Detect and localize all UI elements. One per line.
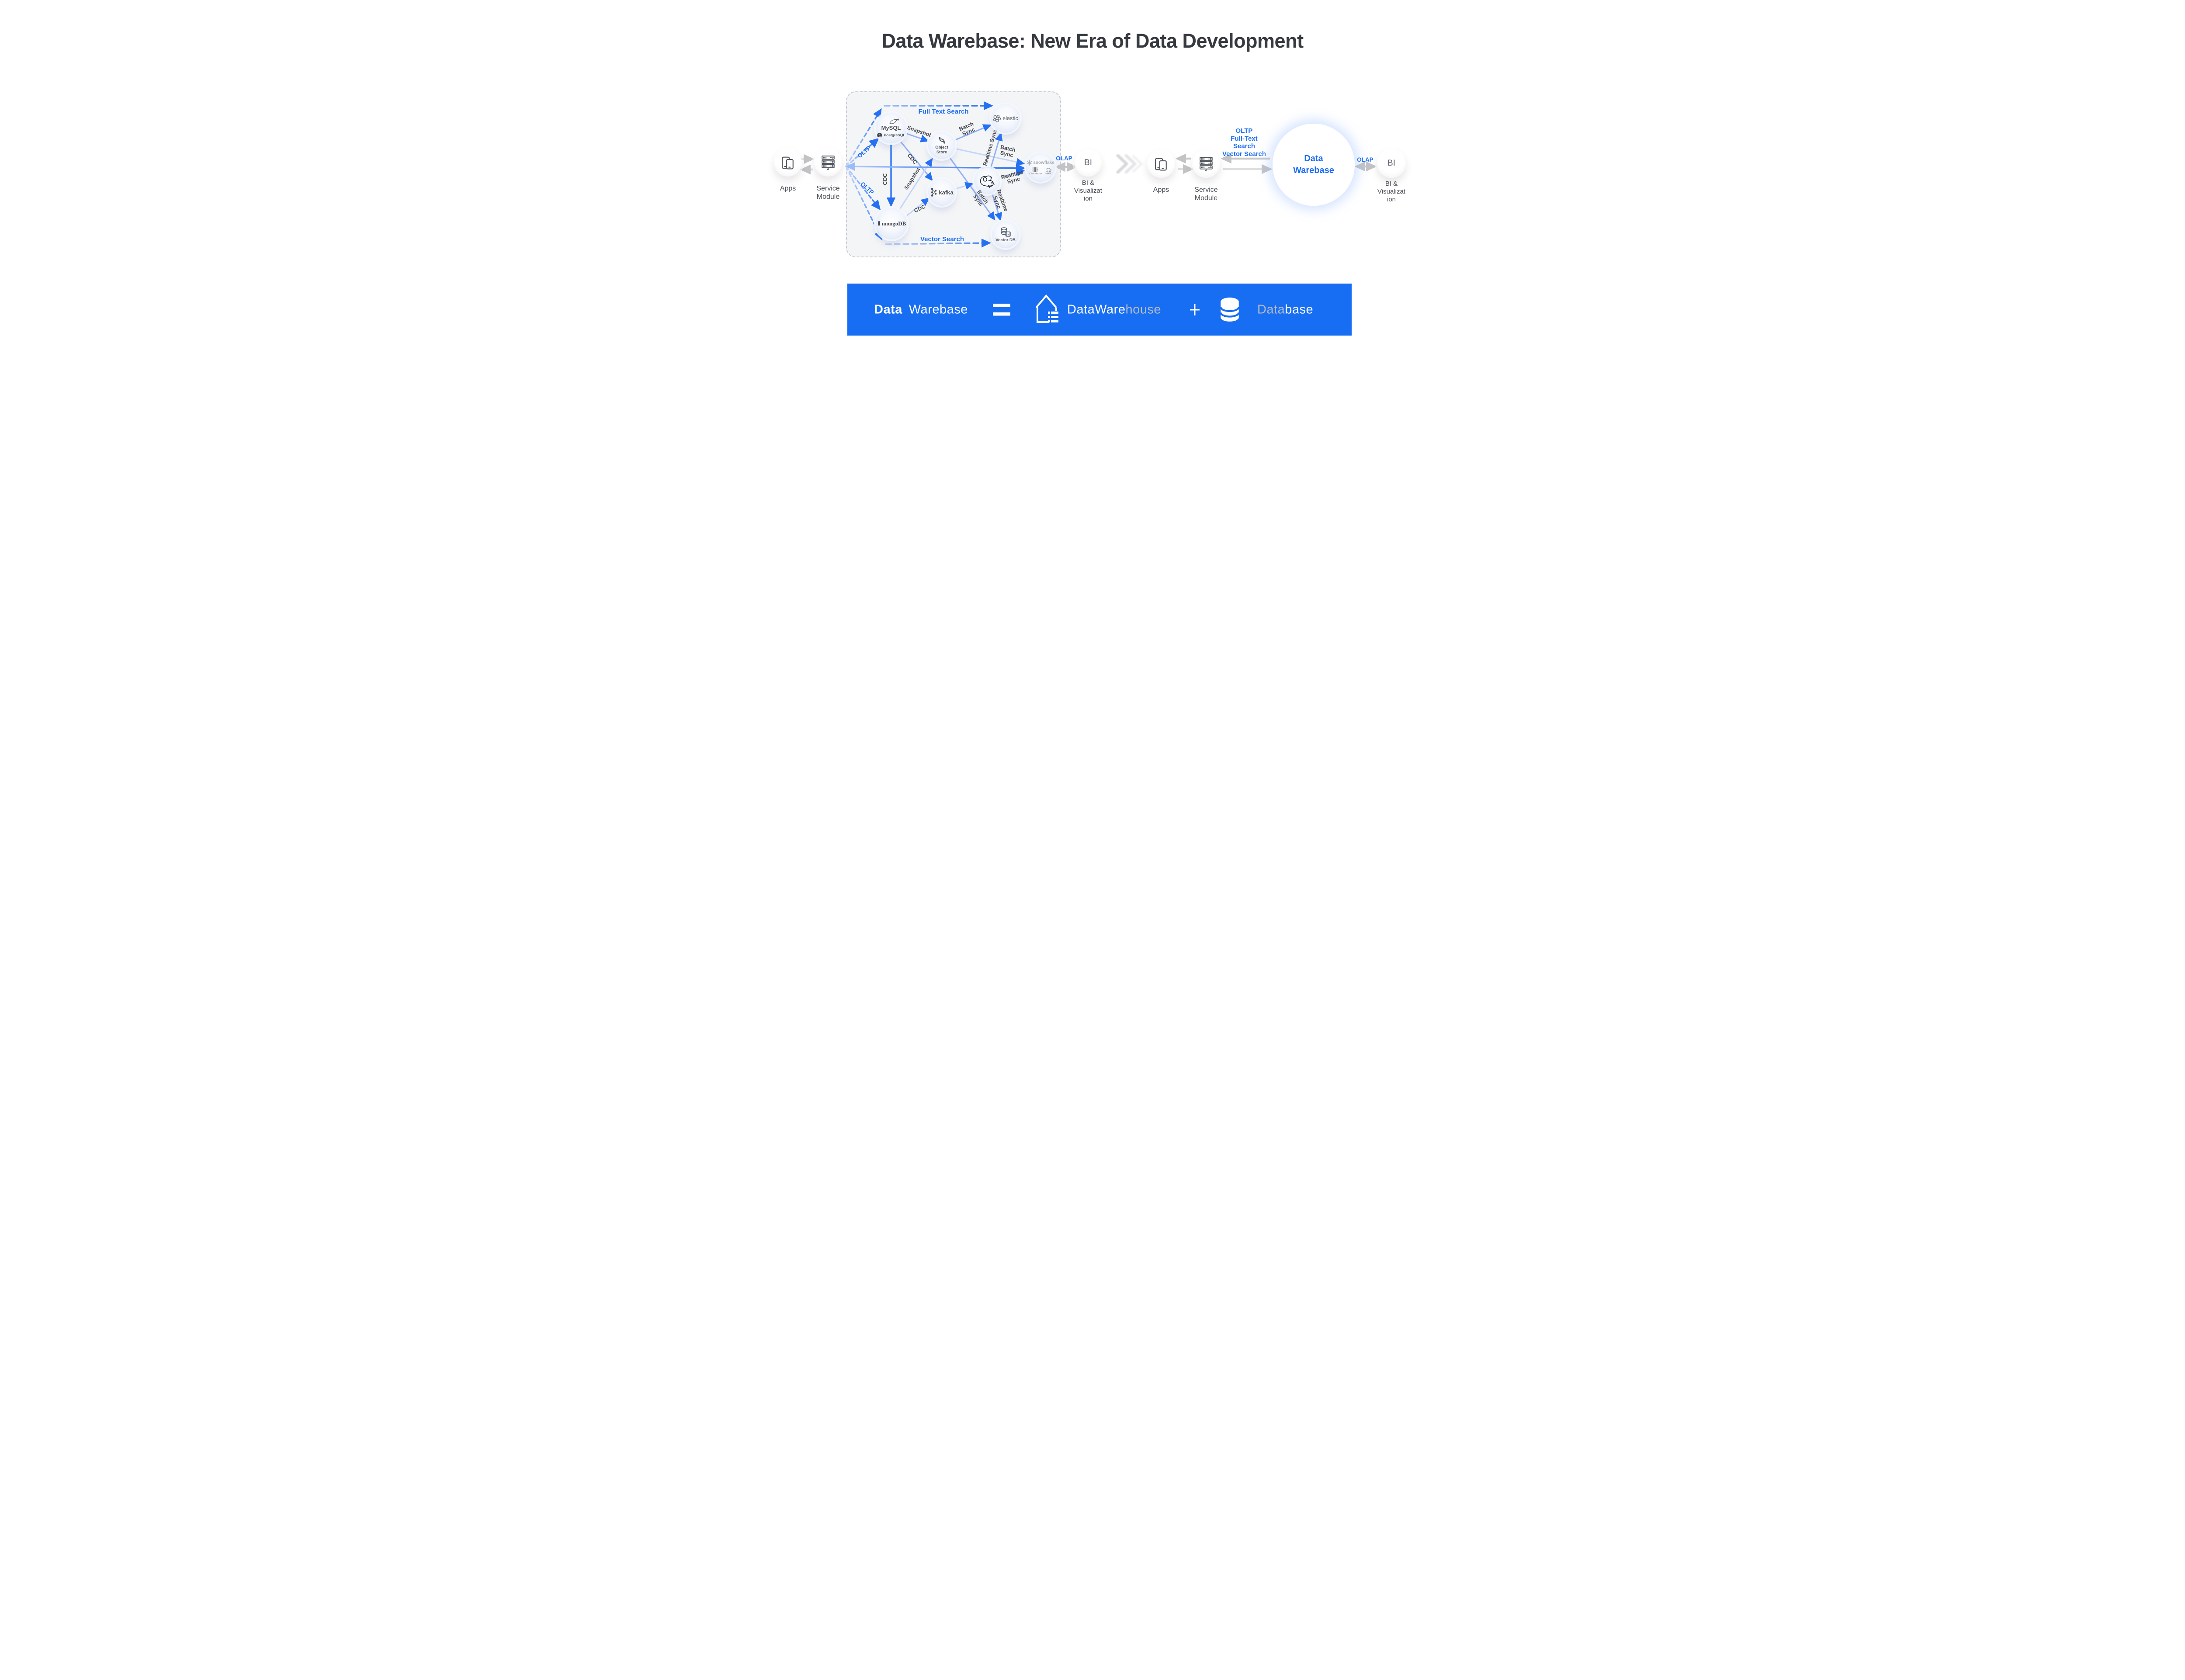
banner-warehouse-white: DataWare: [1067, 302, 1126, 316]
banner-warehouse: DataWarehouse: [1067, 302, 1161, 317]
capability-fulltext-search: Full-Text Search: [1231, 135, 1258, 150]
vector-db-icon: a: [1001, 227, 1011, 237]
node-bi-right: BI: [1377, 149, 1406, 178]
postgresql-label: PostgreSQL: [884, 133, 905, 137]
node-mysql: MySQL PostgreSQL: [876, 113, 906, 143]
kafka-dots-icon: [931, 188, 937, 197]
bottom-banner: Data Warebase DataWarehouse: [847, 284, 1352, 336]
banner-database: Database: [1257, 302, 1313, 317]
page-title: Data Warebase: New Era of Data Developme…: [881, 30, 1304, 52]
node-vector-db: a Vector DB: [992, 221, 1019, 248]
warebase-capabilities: OLTP Full-Text Search Vector Search: [1218, 127, 1270, 158]
banner-warehouse-gray: house: [1125, 302, 1161, 316]
plus-icon: [1190, 304, 1200, 315]
phones-icon: [782, 156, 794, 170]
olap-label-right: OLAP: [1357, 156, 1373, 163]
flink-squirrel-icon: [980, 175, 995, 188]
hive-label: HIVE: [1045, 172, 1051, 175]
clickhouse-label: ClickHouse: [1029, 172, 1042, 175]
data-warebase-label: Data Warebase: [1293, 154, 1334, 175]
apps-label-left: Apps: [780, 185, 796, 192]
olap-label-left: OLAP: [1056, 155, 1072, 162]
banner-brand: Data Warebase: [874, 302, 968, 317]
elastic-label: elastic: [1002, 115, 1018, 121]
equals-icon: [993, 303, 1010, 315]
node-service-right: [1192, 150, 1220, 178]
infographic-stage: Data Warebase: New Era of Data Developme…: [757, 0, 1428, 339]
clickhouse-bars-icon: [1033, 167, 1039, 172]
object-store-label: Object Store: [935, 145, 948, 155]
chevron-transition-icon: [1116, 154, 1143, 174]
capability-vector-search: Vector Search: [1222, 150, 1266, 158]
bi-caption-right: BI & Visualization: [1377, 180, 1405, 203]
banner-database-white: base: [1285, 302, 1314, 316]
node-mongodb: mongoDB: [876, 208, 907, 239]
bi-label-left: BI: [1084, 158, 1092, 167]
bi-label-right: BI: [1387, 159, 1395, 168]
node-flink: [974, 168, 1000, 194]
node-bi-left: BI: [1075, 149, 1102, 177]
node-service-left: [814, 149, 842, 177]
snowflake-icon: [1027, 159, 1032, 166]
cdc-label-2: CDC: [882, 173, 888, 185]
database-cylinder-icon: [1220, 297, 1240, 322]
vector-db-label: Vector DB: [995, 237, 1016, 242]
bi-caption-left: BI & Visualization: [1074, 179, 1102, 202]
elastic-bubbles-icon: [993, 114, 1001, 122]
banner-brand-bold: Data: [874, 302, 902, 316]
node-elastic: elastic: [991, 104, 1020, 133]
vector-search-label: Vector Search: [920, 236, 964, 243]
server-icon: [822, 156, 835, 170]
banner-brand-light: Warebase: [909, 302, 968, 316]
full-text-search-label: Full Text Search: [918, 108, 969, 116]
node-apps-left: [774, 149, 802, 177]
service-label-left: Service Module: [816, 185, 840, 201]
apps-label-right: Apps: [1153, 186, 1169, 194]
hive-elephant-icon: [1045, 168, 1052, 172]
node-kafka: kafka: [928, 179, 955, 206]
node-apps-right: [1147, 150, 1175, 178]
warehouse-house-icon: [1035, 294, 1058, 323]
snowflake-label: snowflake: [1033, 160, 1054, 165]
capability-oltp: OLTP: [1235, 127, 1253, 135]
server-icon: [1200, 157, 1213, 171]
chain-link-icon: [938, 137, 945, 144]
vector-letter: a: [1007, 233, 1009, 236]
kafka-label: kafka: [939, 189, 954, 196]
mongodb-label: mongoDB: [881, 220, 906, 227]
service-label-right: Service Module: [1194, 186, 1218, 202]
phones-icon: [1155, 158, 1167, 171]
node-snowflake: snowflake ClickHouse HIVE: [1026, 153, 1055, 182]
mongodb-leaf-icon: [877, 220, 880, 227]
banner-database-gray: Data: [1257, 302, 1285, 316]
postgres-elephant-icon: [877, 132, 882, 137]
node-data-warebase: Data Warebase: [1273, 124, 1355, 206]
mysql-label: MySQL: [881, 124, 901, 131]
node-object-store: Object Store: [928, 132, 955, 159]
dolphin-icon: [889, 118, 899, 124]
